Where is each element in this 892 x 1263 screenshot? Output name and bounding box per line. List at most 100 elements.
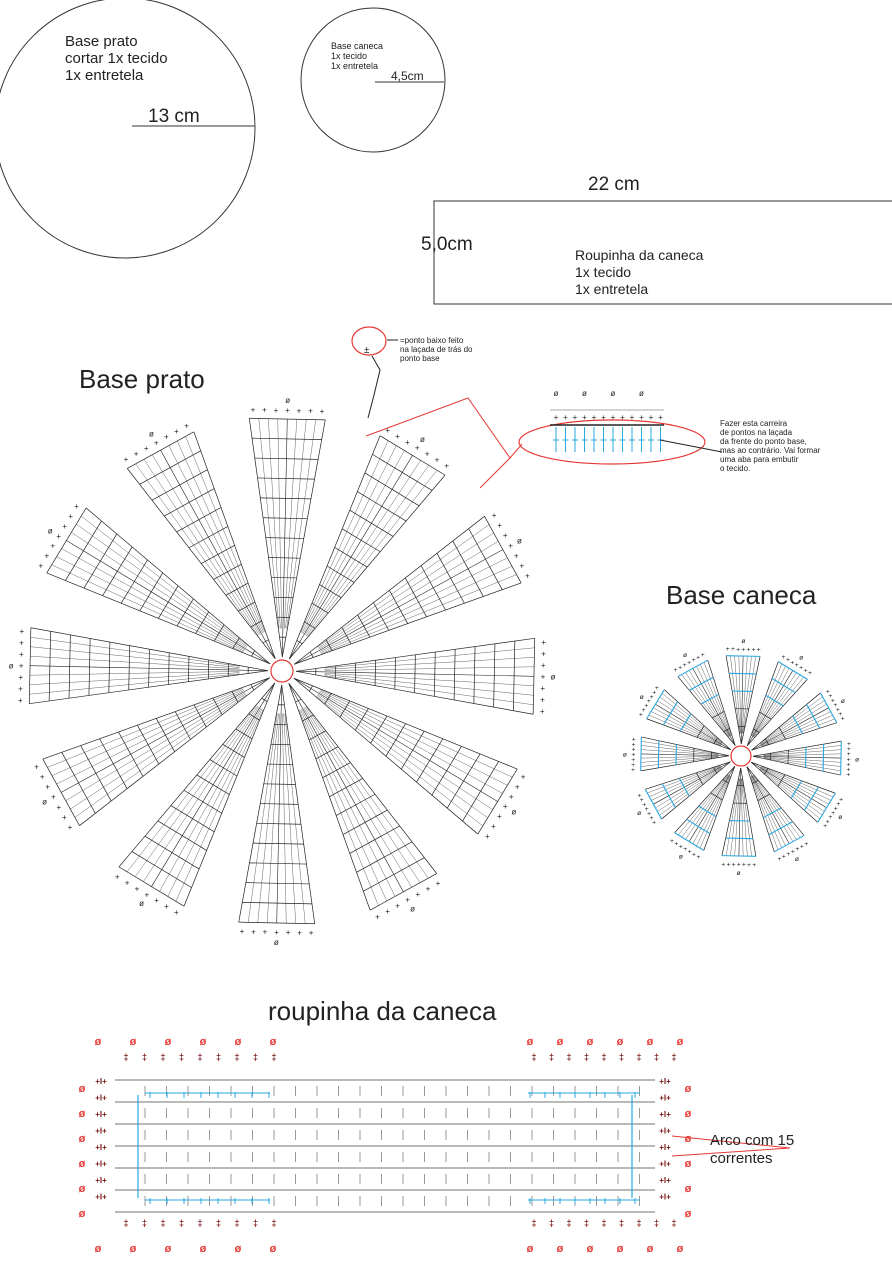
wedge-strand [307, 470, 438, 637]
wedge-row [267, 763, 293, 765]
wedge-strand [318, 691, 503, 794]
wedge-row [231, 691, 239, 703]
chain-loop-mark: ø [420, 435, 425, 444]
stitch-mark: + [19, 650, 24, 659]
chain-loop-mark: ø [683, 652, 687, 659]
stitch-mark: + [847, 761, 851, 768]
wedge-strand [126, 705, 257, 872]
stitch-mark: + [18, 696, 23, 705]
stitch-mark: + [309, 929, 314, 938]
wedge-strand [734, 655, 741, 734]
wedge-row [473, 646, 476, 704]
wedge-row [326, 565, 355, 583]
wedge-row [416, 738, 444, 783]
wedge-row [414, 654, 416, 693]
cover-side-stitch: +I+ [95, 1193, 107, 1202]
stitch-mark: + [125, 878, 130, 887]
wedge-strand [678, 774, 729, 836]
wedge-strand [317, 532, 494, 649]
wedge-strand [685, 774, 730, 840]
stitch-mark: + [631, 762, 635, 769]
wedge-spine [746, 670, 794, 746]
wedge-row [201, 544, 235, 564]
detail-stitch-mark: + [639, 413, 644, 422]
wedge-row [238, 601, 256, 612]
wedge-strand [56, 690, 245, 785]
cover-edge-stitch: ‡ [549, 1052, 554, 1062]
wedge-strand [661, 693, 723, 744]
stitch-mark: + [515, 783, 520, 792]
cover-chain-loop: ø [685, 1108, 692, 1120]
chain-loop-mark: ø [679, 853, 683, 860]
wedge-strand [61, 548, 246, 651]
wedge-row [176, 598, 194, 627]
wedge-strand [283, 419, 298, 629]
wedge-strand [688, 670, 730, 737]
stitch-mark: + [395, 901, 400, 910]
stitch-wedge: +++++++ø [752, 740, 859, 779]
wedge-row [385, 723, 406, 757]
wedge-blue-row [792, 715, 804, 734]
cover-chain-loop: ø [79, 1158, 86, 1170]
stitch-mark: + [405, 438, 410, 447]
fazer-line-3: da frente do ponto base, [720, 437, 807, 446]
wedge-row [713, 737, 718, 744]
wedge-row [315, 746, 339, 760]
stitch-wedge: +++++++ø [39, 502, 271, 665]
wedge-strand [730, 655, 740, 734]
wedge-row [373, 602, 390, 631]
cover-chain-loop: ø [685, 1133, 692, 1145]
wedge-row [468, 528, 503, 590]
wedge-blue-row [661, 783, 676, 808]
wedge-row [155, 718, 175, 752]
wedge-strand [304, 706, 421, 883]
wedge-strand [277, 418, 282, 629]
wedge-row [262, 639, 269, 644]
chain-loop-mark: ø [841, 698, 845, 705]
stitch-mark: + [444, 462, 449, 471]
wedge-strand [700, 664, 732, 736]
mug-dimension: 4,5cm [391, 69, 424, 83]
wedge-strand [324, 657, 535, 670]
stitch-mark: + [497, 521, 502, 530]
wedge-strand [696, 666, 731, 737]
wedge-strand [751, 775, 786, 846]
wedge-strand [730, 778, 740, 856]
detail-stitch-mark: + [658, 413, 663, 422]
detail-stitch-mark: + [563, 413, 568, 422]
stitch-mark: + [541, 638, 546, 647]
wedge-strand [734, 778, 741, 856]
wedge-row [493, 643, 496, 708]
wedge-row [108, 642, 111, 693]
wedge-row [118, 731, 144, 777]
wedge-strand [751, 663, 783, 736]
wedge-row [308, 730, 326, 741]
stitch-mark: + [847, 751, 851, 758]
wedge-strand [725, 778, 740, 856]
stitch-mark: + [68, 823, 73, 832]
stitch-mark: + [541, 672, 546, 681]
wedge-row [254, 457, 319, 460]
stitch-mark: + [800, 843, 804, 850]
wedge-strand [760, 703, 827, 745]
wedge-row [379, 435, 446, 476]
wedge-strand [763, 756, 841, 763]
wedge-strand [304, 460, 421, 636]
cover-chain-loop: ø [647, 1036, 654, 1048]
wedge-strand [29, 673, 240, 695]
stitch-mark: + [164, 433, 169, 442]
wedge-row [183, 789, 222, 814]
wedge-strand [650, 711, 722, 746]
chain-loop-mark: ø [736, 870, 740, 877]
chain-loop-mark: ø [285, 396, 290, 405]
wedge-row [139, 572, 164, 611]
stitch-mark: + [18, 673, 23, 682]
cover-edge-stitch: ‡ [671, 1218, 676, 1228]
wedge-strand [741, 656, 748, 734]
wedge-row [99, 738, 128, 789]
wedge-row [357, 491, 407, 522]
wedge-strand [168, 445, 263, 634]
stitch-mark: + [644, 703, 648, 710]
wedge-row [260, 803, 299, 805]
detail-leader-red [365, 397, 511, 489]
